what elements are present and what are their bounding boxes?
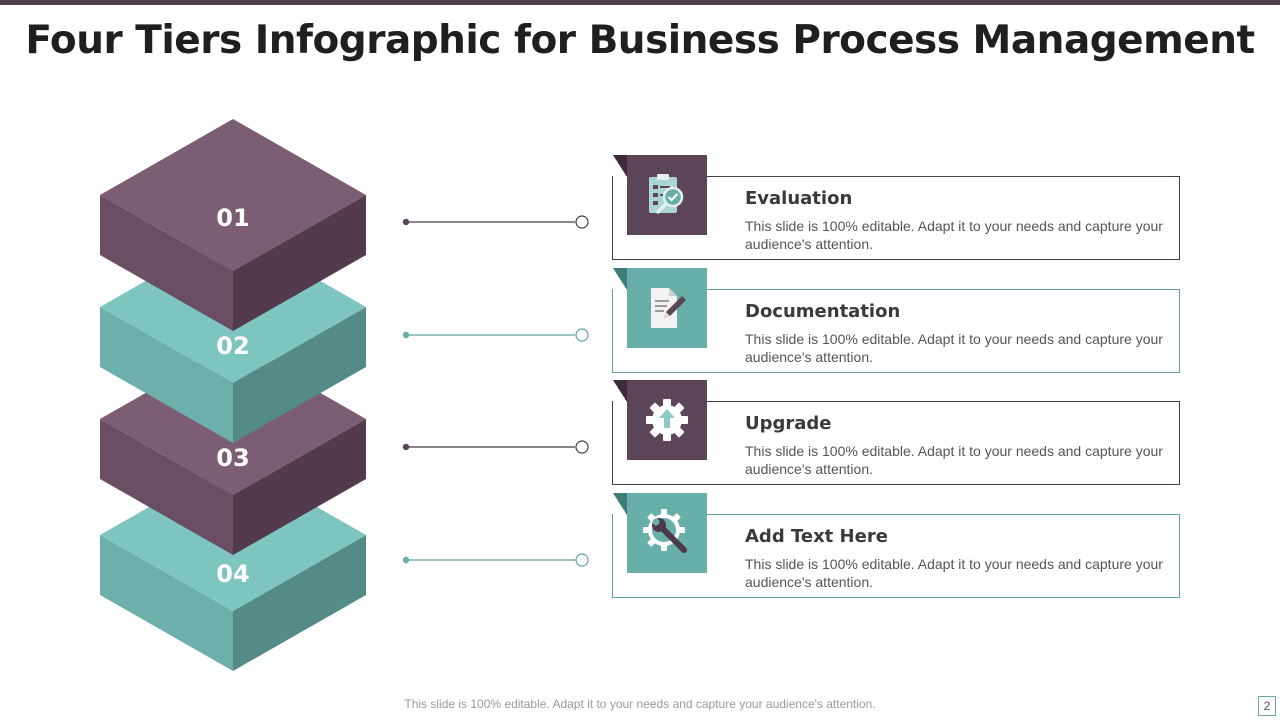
- card-upgrade: Upgrade This slide is 100% editable. Ada…: [612, 380, 1180, 485]
- icon-box-upgrade: [627, 380, 707, 460]
- card-title: Upgrade: [745, 413, 832, 434]
- card-evaluation: Evaluation This slide is 100% editable. …: [612, 155, 1180, 260]
- icon-box-documentation: [627, 268, 707, 348]
- card-add-text-here: Add Text Here This slide is 100% editabl…: [612, 493, 1180, 598]
- card-description: This slide is 100% editable. Adapt it to…: [745, 443, 1163, 477]
- card-title: Add Text Here: [745, 526, 888, 547]
- top-accent-bar: [0, 0, 1280, 5]
- clipboard-check-icon: [649, 174, 684, 214]
- tier-02-number: 02: [216, 332, 249, 360]
- footer-note: This slide is 100% editable. Adapt it to…: [404, 697, 876, 711]
- tier-stack: 04 03 02 01: [100, 119, 366, 671]
- icon-box-add-text: [627, 493, 707, 573]
- tier-02-left-face: [100, 307, 233, 443]
- connector-01: [402, 215, 589, 229]
- connector-02: [402, 328, 589, 342]
- card-description: This slide is 100% editable. Adapt it to…: [745, 331, 1163, 365]
- tier-02-right-face: [233, 307, 366, 443]
- tier-01-number: 01: [216, 204, 249, 232]
- tier-01-top-face: [100, 119, 366, 271]
- card-documentation: Documentation This slide is 100% editabl…: [612, 268, 1180, 373]
- card-description: This slide is 100% editable. Adapt it to…: [745, 556, 1163, 590]
- gear-upload-icon: [646, 399, 688, 441]
- slide-title: Four Tiers Infographic for Business Proc…: [25, 18, 1255, 63]
- tier-03-right-face: [233, 419, 366, 555]
- card-fold: [613, 493, 627, 515]
- tier-01-right-face: [233, 195, 366, 331]
- gear-wrench-icon: [643, 509, 687, 553]
- icon-box-evaluation: [627, 155, 707, 235]
- card-fold: [613, 268, 627, 290]
- connector-04: [402, 553, 589, 567]
- card-fold: [613, 155, 627, 177]
- tier-04-number: 04: [216, 560, 249, 588]
- card-title: Evaluation: [745, 188, 853, 209]
- card-description: This slide is 100% editable. Adapt it to…: [745, 218, 1163, 252]
- tier-03-number: 03: [216, 444, 249, 472]
- tier-04-left-face: [100, 535, 233, 671]
- page-number: 2: [1258, 696, 1276, 716]
- tier-01-left-face: [100, 195, 233, 331]
- connector-03: [402, 440, 589, 454]
- document-pencil-icon: [651, 288, 686, 328]
- tier-03-left-face: [100, 419, 233, 555]
- card-title: Documentation: [745, 301, 901, 322]
- card-fold: [613, 380, 627, 402]
- tier-04-right-face: [233, 535, 366, 671]
- tier-01: 01: [100, 119, 366, 331]
